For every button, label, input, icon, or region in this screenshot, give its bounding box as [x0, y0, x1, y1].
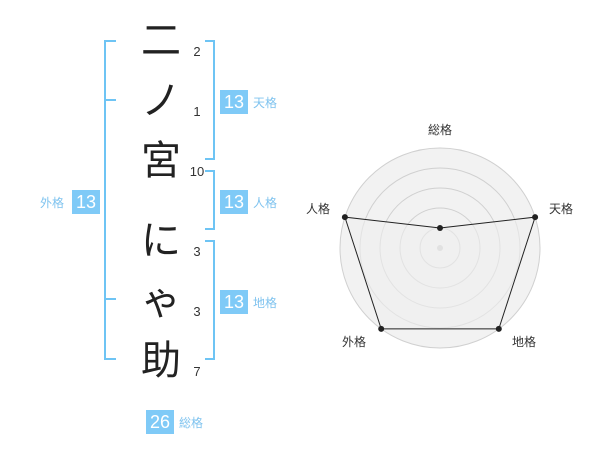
radar-polygon [344, 216, 536, 330]
gaikaku-value-box: 13 [72, 190, 100, 214]
name-char-1: 二 [141, 18, 181, 64]
radar-point-gaikaku [378, 325, 385, 332]
stroke-count-2: 1 [193, 104, 201, 119]
radar-chart [339, 147, 541, 349]
name-char-5: ゃ [141, 278, 181, 324]
name-char-6: 助 [141, 338, 181, 384]
radar-point-jinkaku [341, 214, 348, 221]
radar-point-tenkaku [532, 214, 539, 221]
stroke-count-1: 2 [193, 44, 201, 59]
radar-point-soukaku [437, 225, 443, 231]
jinkaku-value-box: 13 [220, 190, 248, 214]
radar-label-jinkaku: 人格 [306, 202, 331, 216]
radar-point-chikaku [495, 325, 502, 332]
radar-points [341, 214, 539, 332]
tenkaku-label: 天格 [253, 96, 278, 110]
radar-label-chikaku: 地格 [512, 335, 537, 349]
radar-label-tenkaku: 天格 [549, 202, 574, 216]
chikaku-label: 地格 [253, 296, 278, 310]
gaikaku-label: 外格 [40, 196, 65, 210]
radar-label-soukaku: 総格 [428, 123, 453, 137]
tenkaku-value-box: 13 [220, 90, 248, 114]
name-char-4: に [141, 218, 181, 264]
soukaku-value-box: 26 [146, 410, 174, 434]
stroke-count-4: 3 [193, 244, 201, 259]
radar-label-gaikaku: 外格 [342, 335, 367, 349]
jinkaku-label: 人格 [253, 196, 278, 210]
soukaku-label: 総格 [179, 416, 204, 430]
name-char-2: ノ [141, 78, 181, 124]
stroke-count-6: 7 [193, 364, 201, 379]
name-char-3: 宮 [141, 138, 181, 184]
chikaku-value-box: 13 [220, 290, 248, 314]
stroke-count-5: 3 [193, 304, 201, 319]
stroke-count-3: 10 [189, 164, 205, 179]
